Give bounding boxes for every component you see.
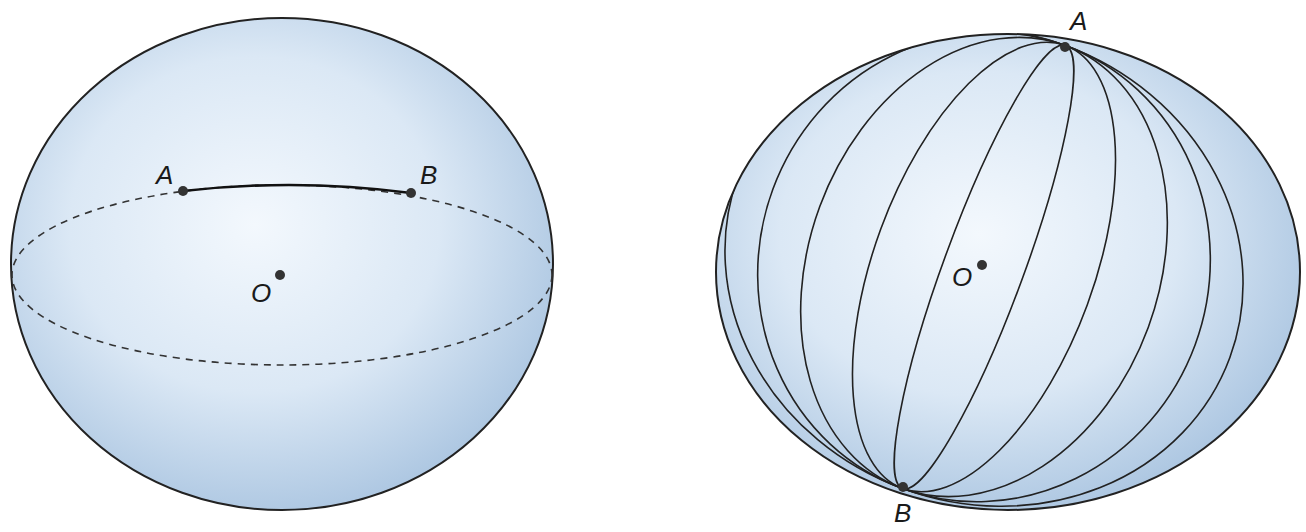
point-label: B: [420, 160, 437, 190]
point-label: A: [156, 160, 173, 190]
arc-ab: [183, 185, 411, 193]
point-dot: [178, 186, 188, 196]
equator-dashed: [12, 185, 552, 365]
sphere-outline: [11, 18, 553, 510]
center-label: O: [952, 262, 972, 292]
right-sphere: [657, 0, 1306, 532]
center-label: O: [251, 278, 271, 308]
center-dot: [275, 270, 285, 280]
point-label: B: [894, 498, 911, 528]
point-label: A: [1070, 6, 1087, 36]
point-dot: [406, 188, 416, 198]
center-dot: [977, 260, 987, 270]
meridians: [657, 0, 1306, 532]
point-dot: [1060, 42, 1070, 52]
left-sphere: [11, 18, 553, 510]
point-dot: [898, 482, 908, 492]
